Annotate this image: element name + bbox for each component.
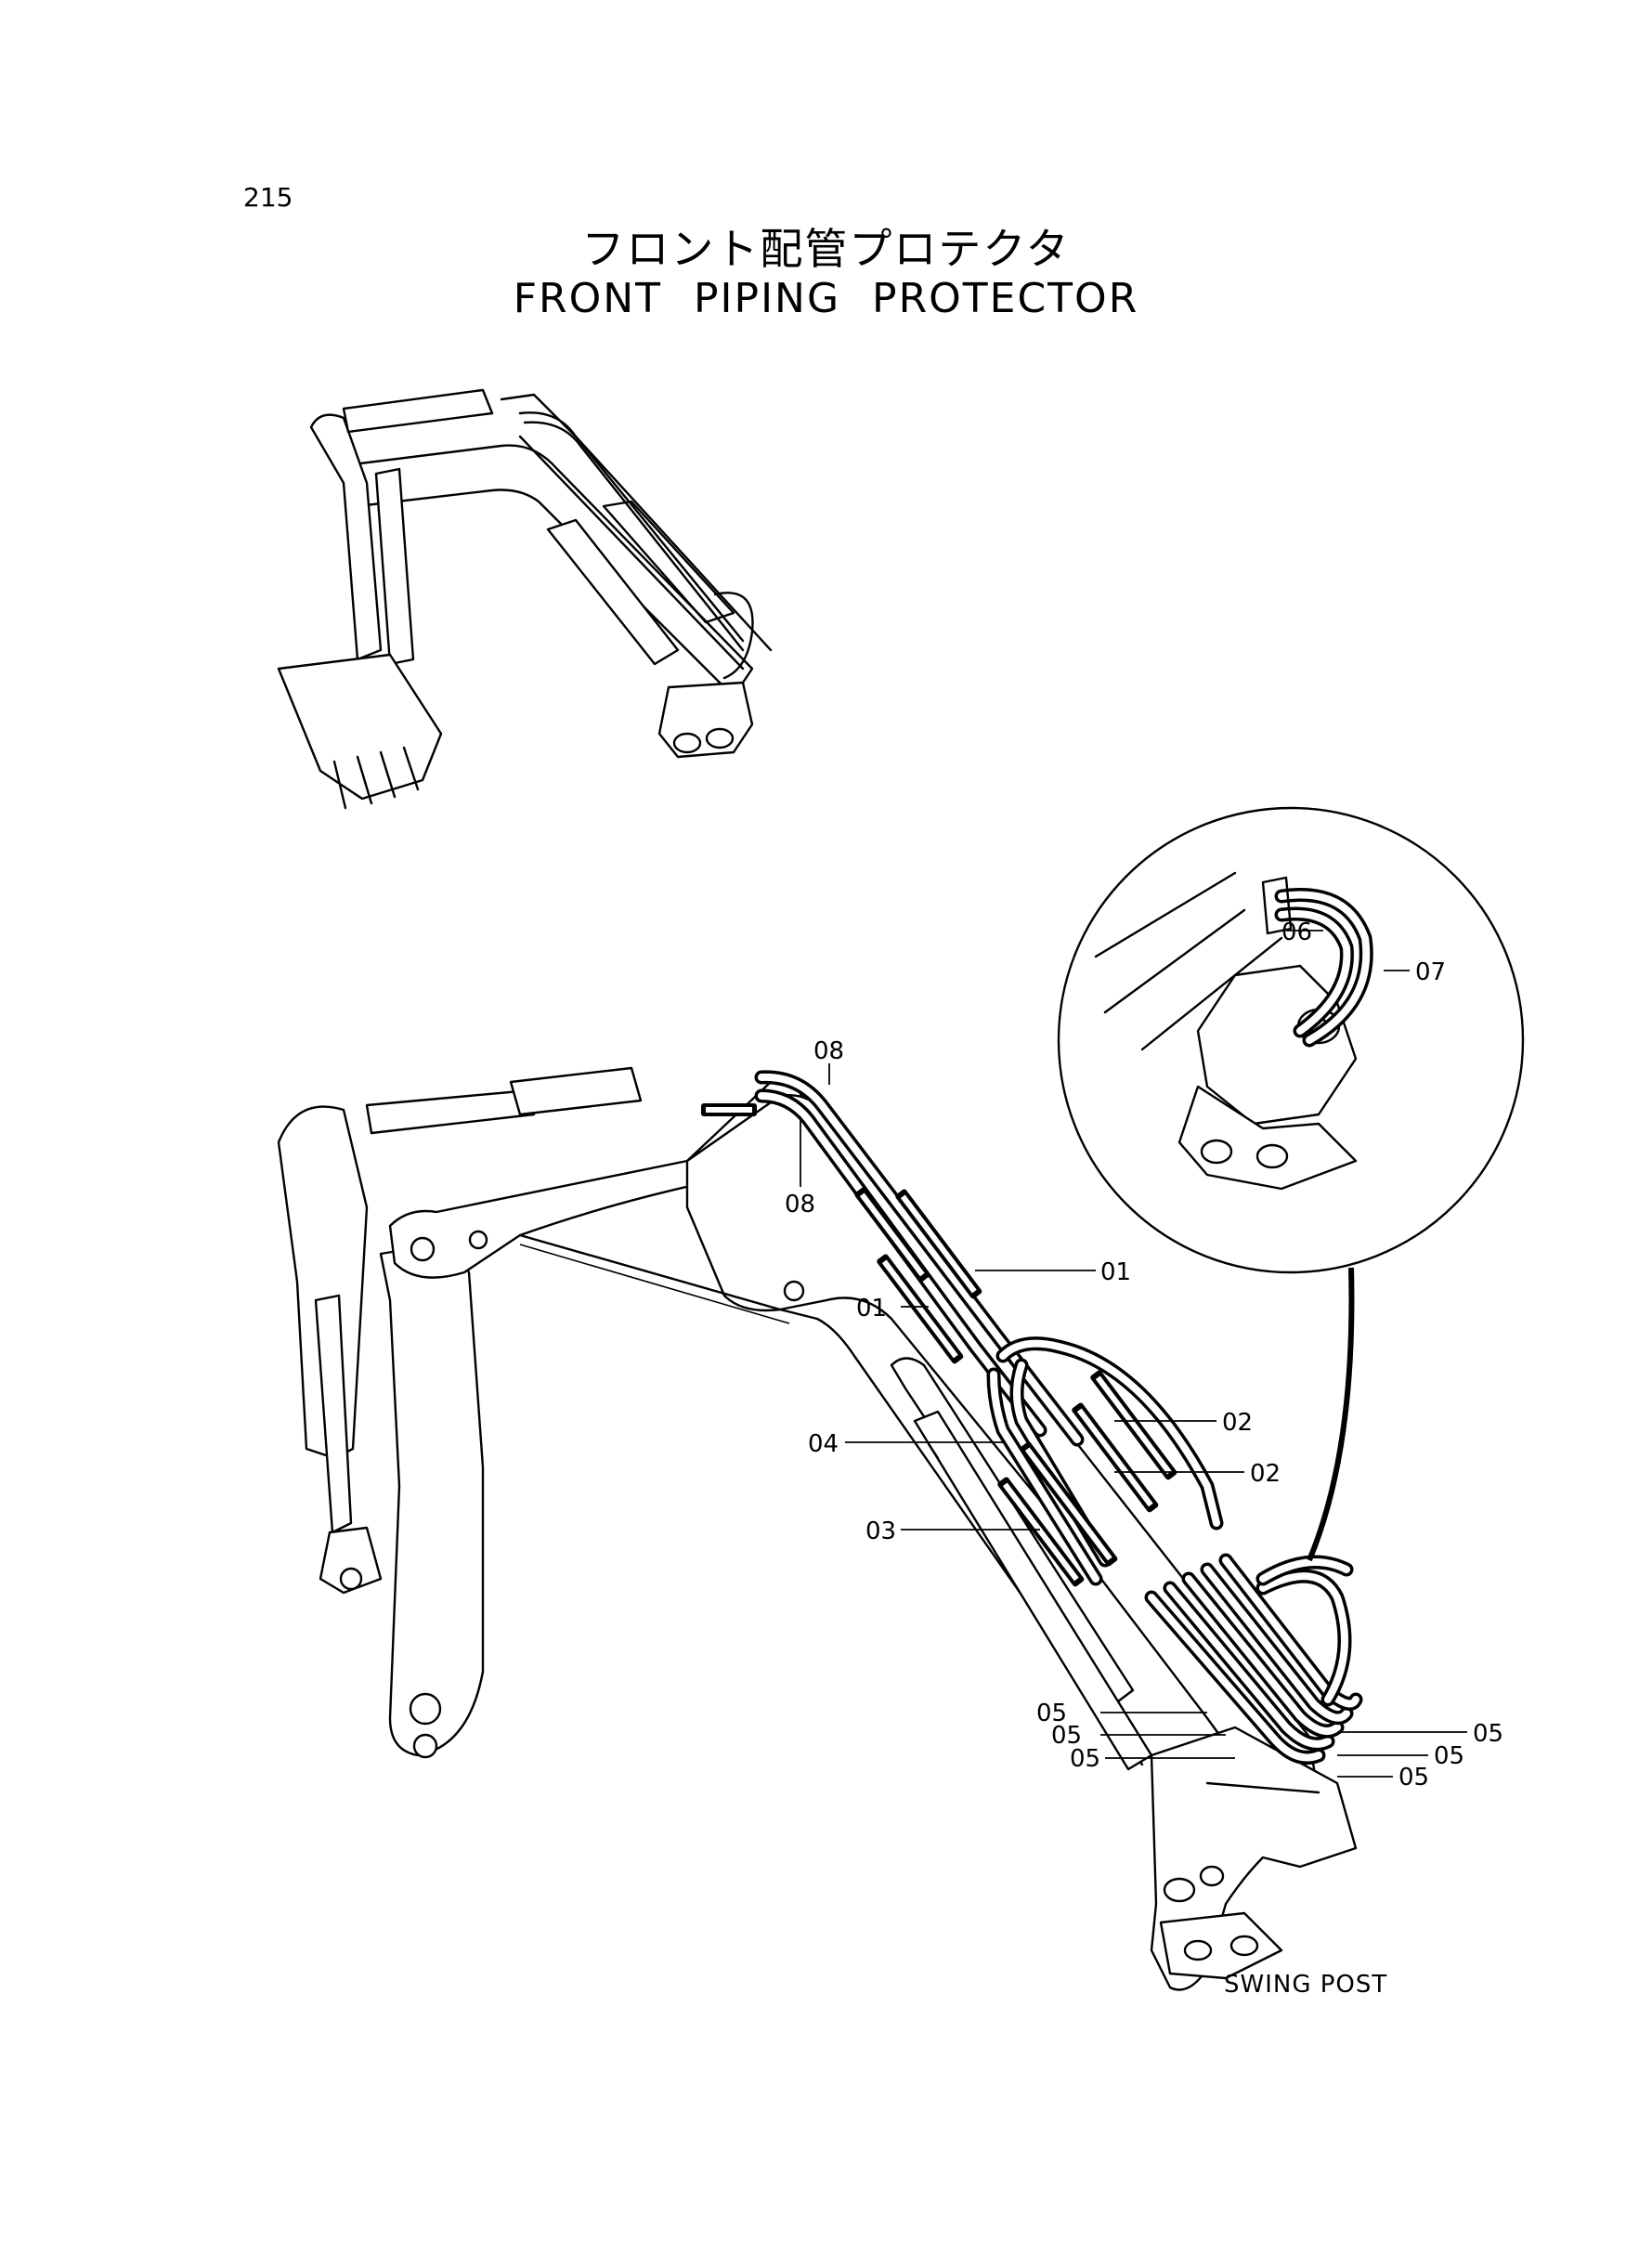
detail-connector-line (1307, 1267, 1355, 1562)
page-title-japanese: フロント配管プロテクタ (581, 224, 1071, 274)
leader-lines (800, 930, 1467, 1778)
callout-labels: 08 08 01 01 02 02 04 03 06 07 05 05 05 0… (785, 919, 1503, 1791)
page-title-english: FRONT PIPING PROTECTOR (513, 275, 1139, 322)
callout-05-d: 05 (1473, 1720, 1503, 1748)
callout-04: 04 (808, 1430, 839, 1458)
callout-05-c: 05 (1070, 1745, 1100, 1773)
detail-view-circle (1057, 806, 1525, 1274)
callout-07: 07 (1415, 958, 1446, 986)
callout-01-right: 01 (1100, 1258, 1131, 1286)
callout-01-left: 01 (856, 1295, 887, 1322)
callout-05-b: 05 (1051, 1722, 1082, 1750)
callout-08-lower: 08 (785, 1191, 815, 1218)
protector-strips (701, 1103, 1177, 1587)
overview-excavator-front (277, 388, 773, 810)
callout-05-e: 05 (1434, 1742, 1464, 1770)
callout-05-a: 05 (1036, 1700, 1067, 1727)
callout-06: 06 (1281, 919, 1312, 946)
swing-post-caption: SWING POST (1224, 1971, 1388, 1999)
callout-08-top: 08 (813, 1037, 844, 1065)
hose-bundle-swing-post (1144, 1553, 1363, 1765)
callout-02-upper: 02 (1222, 1409, 1253, 1437)
hose-pipes-boom (754, 1070, 1224, 1586)
callout-03: 03 (865, 1518, 896, 1545)
callout-05-f: 05 (1398, 1764, 1429, 1791)
callout-02-lower: 02 (1250, 1460, 1281, 1488)
page-number: 215 (243, 182, 293, 213)
